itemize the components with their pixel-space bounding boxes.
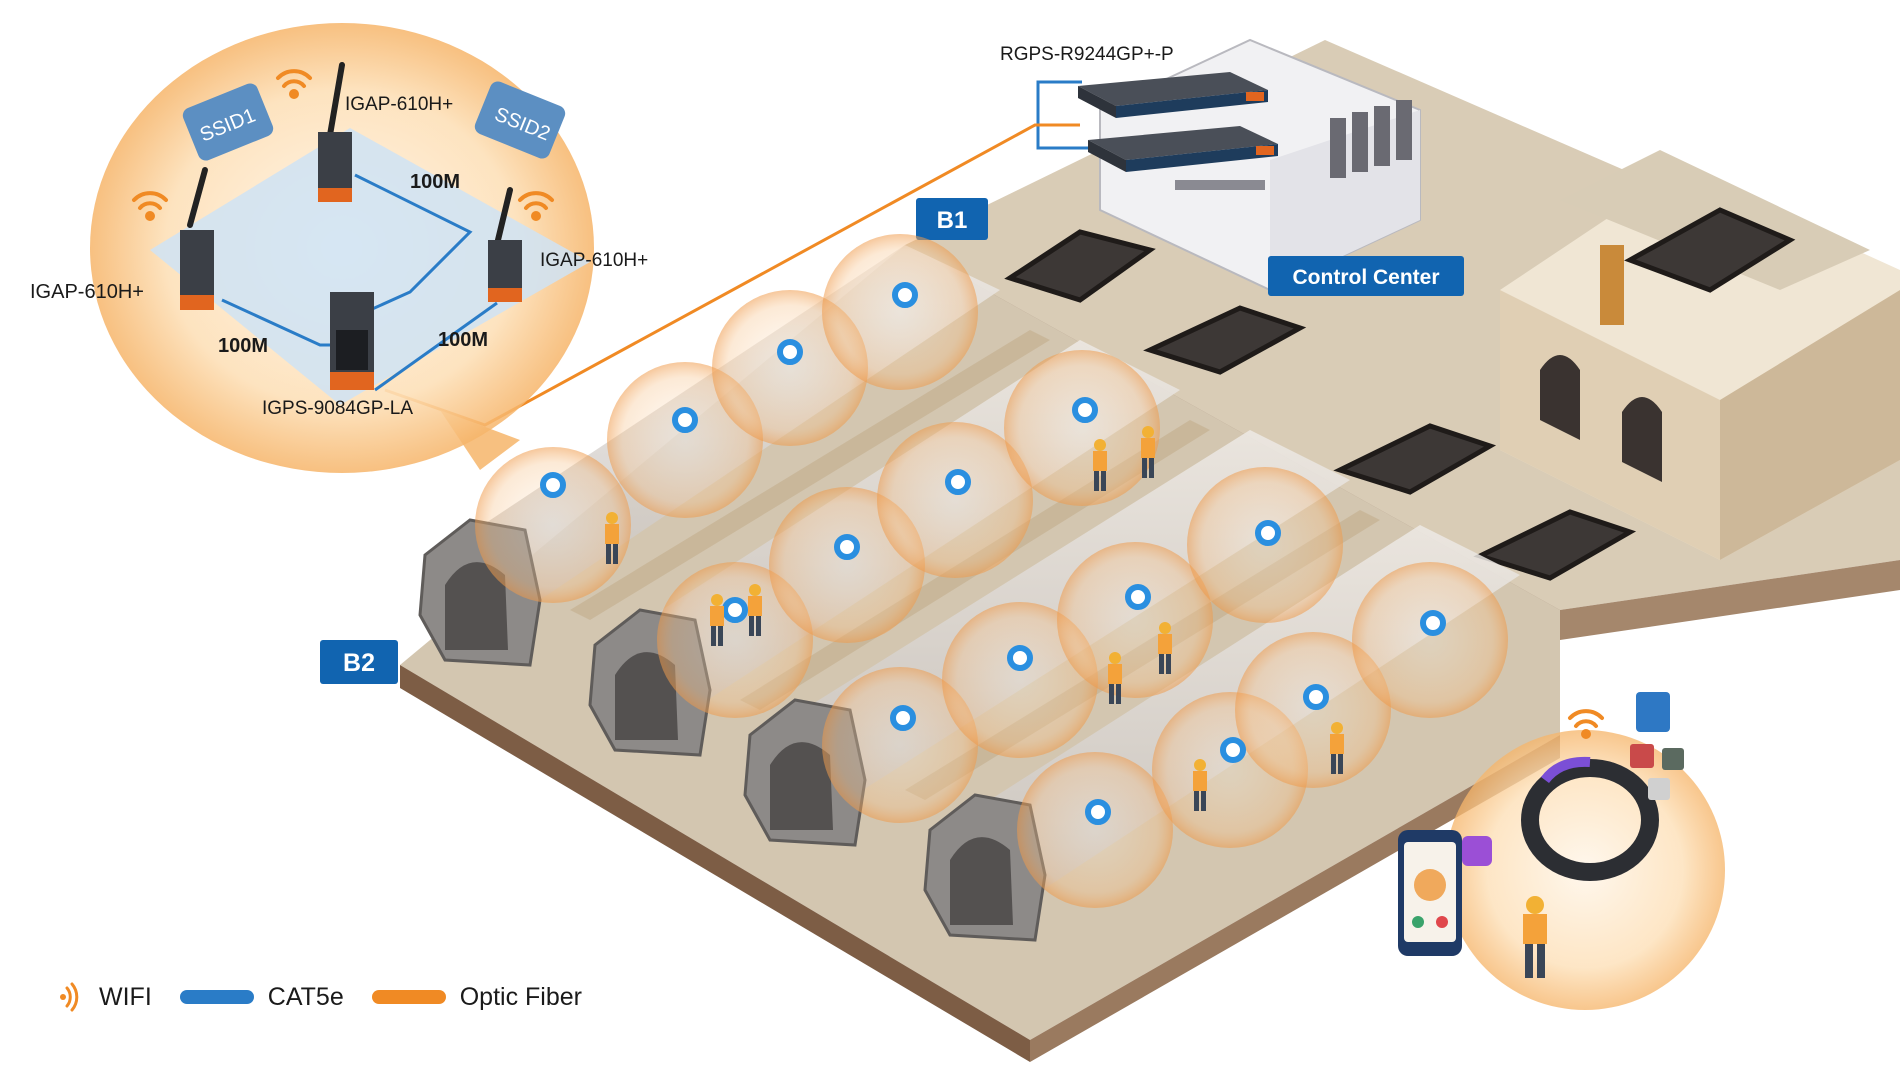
access-point-markers — [540, 282, 1446, 825]
ssid1-tag: SSID1 — [182, 83, 274, 161]
ap-label-right: IGAP-610H+ — [540, 250, 648, 271]
core-switch-bottom — [1088, 126, 1278, 172]
smartphone-icon — [1398, 830, 1462, 956]
core-switch-label: RGPS-R9244GP+-P — [1000, 44, 1174, 65]
wifi-icon — [518, 191, 554, 221]
wifi-icon — [132, 191, 168, 221]
shaft-tower — [1500, 150, 1900, 560]
b2-badge: B2 — [320, 640, 398, 684]
wifi-icon — [276, 69, 312, 99]
app-tile — [1648, 778, 1670, 800]
b1-shafts — [1004, 229, 1637, 581]
worker-icon — [710, 594, 724, 646]
link-speed-label: 100M — [218, 335, 268, 357]
worker-icon — [605, 512, 619, 564]
app-tile — [1662, 748, 1684, 770]
app-tile — [1636, 692, 1670, 732]
access-point-icon — [180, 167, 214, 310]
link-speed-label: 100M — [438, 329, 488, 351]
device-bubble — [1398, 692, 1725, 1010]
fiber-swatch — [371, 990, 446, 1004]
worker-icon — [1523, 896, 1547, 978]
worker-icon — [1330, 722, 1344, 774]
ssid2-tag: SSID2 — [474, 81, 566, 159]
legend-cat5e: CAT5e — [179, 982, 344, 1012]
ap-label-top: IGAP-610H+ — [345, 94, 453, 115]
workers — [605, 426, 1344, 811]
b1-badge: B1 — [916, 198, 988, 240]
b1-label: B1 — [937, 207, 968, 234]
access-point-icon — [488, 187, 522, 302]
network-inset: SSID1 SSID2 — [30, 23, 648, 473]
switch-label: IGPS-9084GP-LA — [262, 398, 413, 419]
legend-wifi-label: WIFI — [99, 982, 152, 1011]
access-point-icon — [318, 62, 352, 202]
core-switch-top — [1078, 72, 1268, 118]
worker-icon — [1193, 759, 1207, 811]
worker-icon — [1108, 652, 1122, 704]
wifi-icon — [1568, 709, 1604, 739]
legend: WIFI CAT5e Optic Fiber — [55, 982, 592, 1012]
wifi-coverage-cells — [475, 234, 1508, 908]
b2-label: B2 — [343, 649, 375, 677]
worker-icon — [1141, 426, 1155, 478]
core-redundancy-link — [1036, 80, 1088, 150]
legend-cat5e-label: CAT5e — [267, 982, 344, 1011]
wifi-icon — [60, 982, 79, 1012]
worker-icon — [748, 584, 762, 636]
app-tile — [1630, 744, 1654, 768]
legend-fiber-label: Optic Fiber — [459, 982, 582, 1011]
ap-label-left: IGAP-610H+ — [30, 281, 144, 303]
worker-icon — [1158, 622, 1172, 674]
legend-fiber: Optic Fiber — [371, 982, 582, 1012]
video-call-badge — [1462, 836, 1492, 866]
cat5e-swatch — [179, 990, 254, 1004]
link-speed-label: 100M — [410, 171, 460, 193]
control-center-label: Control Center — [1293, 266, 1440, 289]
legend-wifi: WIFI — [55, 982, 152, 1012]
control-center-badge: Control Center — [1268, 256, 1464, 296]
worker-icon — [1093, 439, 1107, 491]
smart-ring-icon — [1521, 756, 1659, 881]
switch-icon — [330, 292, 374, 390]
